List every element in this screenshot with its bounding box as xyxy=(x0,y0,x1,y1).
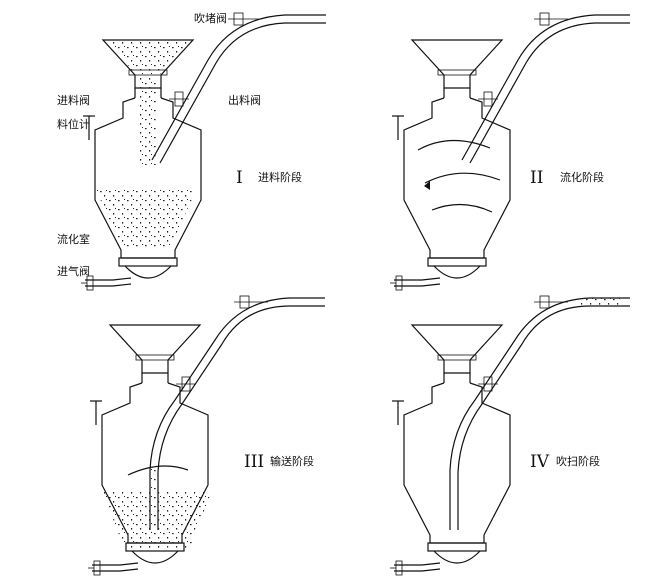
stage-2-numeral: II xyxy=(530,168,543,188)
air-inlet-valve-label: 进气阀 xyxy=(57,264,90,278)
inlet-valve-label: 进料阀 xyxy=(57,93,90,107)
stage-1-diagram xyxy=(80,12,326,291)
outlet-valve-label: 出料阀 xyxy=(228,93,261,107)
stage-1-name: 进料阶段 xyxy=(258,170,302,184)
purge-valve-label: 吹堵阀 xyxy=(194,11,227,25)
stage-3-name: 输送阶段 xyxy=(270,454,314,468)
stage-4-numeral: IV xyxy=(530,452,550,472)
stage-4-name: 吹扫阶段 xyxy=(556,454,600,468)
stage-4-diagram xyxy=(389,295,630,576)
level-gauge-label: 料位计 xyxy=(57,117,90,131)
stage-2-diagram xyxy=(389,12,630,291)
fluidizing-chamber-label: 流化室 xyxy=(57,232,90,246)
stage-1-numeral: I xyxy=(236,168,243,188)
stage-2-name: 流化阶段 xyxy=(560,170,604,184)
stage-3-diagram xyxy=(87,295,325,576)
stage-3-numeral: III xyxy=(244,452,264,472)
